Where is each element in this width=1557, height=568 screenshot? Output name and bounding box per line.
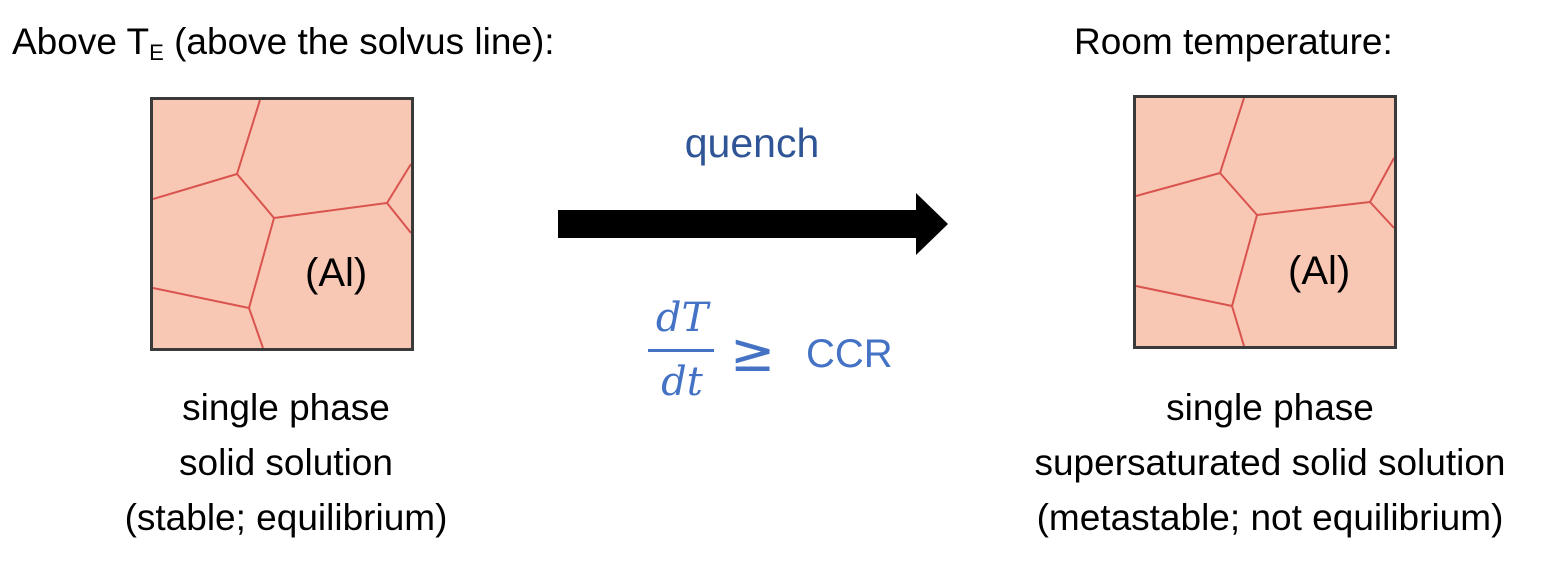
arrow-shaft bbox=[558, 210, 918, 238]
grain-boundary bbox=[1231, 214, 1258, 346]
caption-left-line-3: (stable; equilibrium) bbox=[124, 497, 448, 538]
greater-equal-sign: ≥ bbox=[730, 321, 776, 384]
microstructure-room-temperature: (Al) bbox=[1133, 95, 1397, 349]
grain-boundary bbox=[236, 173, 411, 234]
microstructure-above-te: (Al) bbox=[150, 97, 414, 351]
grain-boundary bbox=[1136, 285, 1233, 307]
grain-boundary bbox=[153, 100, 261, 200]
grain-boundary bbox=[153, 287, 250, 309]
caption-left-line-1: single phase bbox=[182, 387, 390, 428]
fraction-bar bbox=[648, 349, 714, 352]
rate-denominator: dt bbox=[661, 359, 703, 405]
caption-left-line-2: solid solution bbox=[179, 442, 393, 483]
caption-right-line-3: (metastable; not equilibrium) bbox=[1036, 497, 1504, 538]
grain-boundaries-left: (Al) bbox=[153, 100, 411, 348]
grain-boundary bbox=[248, 217, 275, 348]
grain-boundary bbox=[1369, 157, 1394, 203]
critical-cooling-rate: CCR bbox=[806, 332, 893, 376]
heading-above-te: Above TE (above the solvus line): bbox=[12, 18, 555, 66]
phase-label-right: (Al) bbox=[1288, 249, 1350, 293]
caption-right: single phase supersaturated solid soluti… bbox=[1000, 380, 1540, 545]
caption-left: single phase solid solution (stable; equ… bbox=[86, 380, 486, 545]
heading-above-te-main: Above T bbox=[12, 21, 150, 62]
grain-boundary bbox=[386, 163, 411, 204]
grain-boundary bbox=[1219, 172, 1394, 229]
heading-room-temperature: Room temperature: bbox=[1074, 21, 1393, 62]
heading-above-te-tail: (above the solvus line): bbox=[163, 21, 555, 62]
heading-te-subscript: E bbox=[149, 40, 164, 65]
quench-label: quench bbox=[684, 120, 820, 166]
phase-label-left: (Al) bbox=[305, 251, 367, 295]
arrow-head bbox=[916, 193, 948, 255]
grain-boundaries-right: (Al) bbox=[1136, 98, 1394, 346]
caption-right-line-1: single phase bbox=[1166, 387, 1374, 428]
quench-arrow bbox=[558, 193, 948, 255]
caption-right-line-2: supersaturated solid solution bbox=[1034, 442, 1506, 483]
cooling-rate-condition: dT dt ≥ CCR bbox=[640, 295, 910, 415]
rate-numerator: dT bbox=[655, 295, 709, 341]
